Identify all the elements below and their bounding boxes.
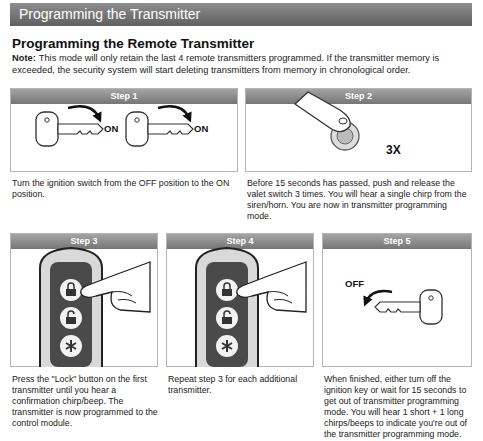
remote-transmitter bbox=[196, 248, 306, 367]
step-panel: Step 4 bbox=[166, 233, 314, 367]
step-description: Repeat step 3 for each additional transm… bbox=[168, 374, 314, 396]
step-header: Step 3 bbox=[11, 234, 157, 249]
step-panel: Step 5 OFF bbox=[322, 233, 472, 367]
subheading: Programming the Remote Transmitter bbox=[12, 36, 472, 51]
step-panel: Step 1 ON ON bbox=[10, 88, 238, 172]
position-label: ON bbox=[104, 123, 118, 134]
valet-switch bbox=[331, 122, 359, 150]
position-label: OFF bbox=[345, 278, 364, 289]
key-symbol bbox=[36, 106, 103, 146]
step-description: When finished, either turn off the ignit… bbox=[324, 374, 472, 440]
key-symbol bbox=[126, 106, 193, 146]
note-text: This mode will only retain the last 4 re… bbox=[12, 53, 439, 75]
title-band: Programming the Transmitter bbox=[10, 3, 472, 26]
note-block: Note:This mode will only retain the last… bbox=[12, 52, 474, 76]
step-description: Press the "Lock" button on the first tra… bbox=[12, 374, 158, 429]
position-label: 3X bbox=[386, 143, 401, 157]
step-header: Step 5 bbox=[323, 234, 471, 249]
remote-transmitter bbox=[40, 248, 150, 367]
step-description: Before 15 seconds has passed, push and r… bbox=[247, 178, 472, 222]
step-header: Step 1 bbox=[11, 89, 237, 104]
note-heading: Note: bbox=[12, 53, 36, 63]
key-symbol bbox=[366, 290, 442, 324]
title-text: Programming the Transmitter bbox=[19, 6, 200, 22]
step-description: Turn the ignition switch from the OFF po… bbox=[12, 178, 236, 200]
step-header: Step 2 bbox=[246, 89, 471, 104]
step-header: Step 4 bbox=[167, 234, 313, 249]
step-panel: Step 2 3X bbox=[245, 88, 472, 172]
position-label: ON bbox=[194, 123, 208, 134]
step-panel: Step 3 bbox=[10, 233, 158, 367]
